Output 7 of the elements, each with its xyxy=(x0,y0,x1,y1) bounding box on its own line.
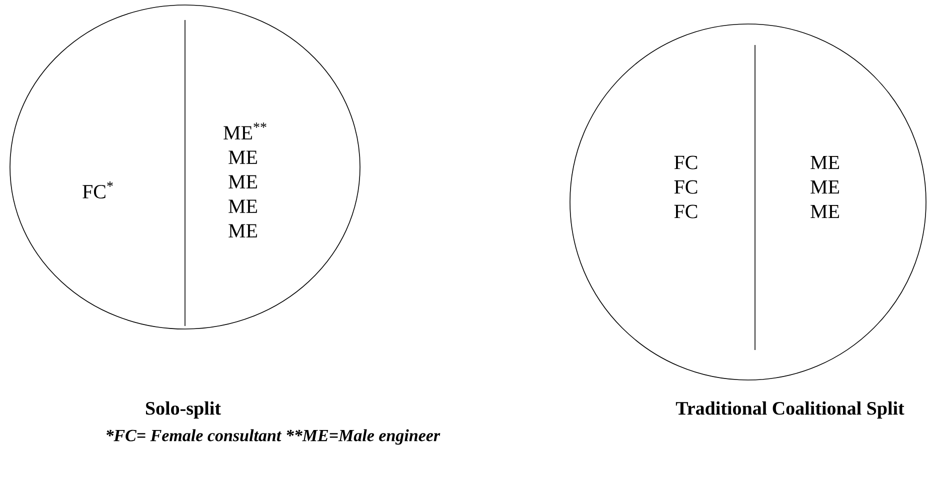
node-label: Traditional Coalitional Split xyxy=(676,401,904,419)
column-text: FC$^{*}$ xyxy=(82,182,113,198)
node-label: Solo-split xyxy=(146,401,221,419)
footnote: *FC= Female consultant **ME=Male engineer xyxy=(106,429,440,445)
column-text: FC FC FC xyxy=(674,156,698,218)
column-text: ME ME ME xyxy=(810,156,839,218)
column-text: ME$^{**}$ ME ME ME ME xyxy=(224,122,266,238)
